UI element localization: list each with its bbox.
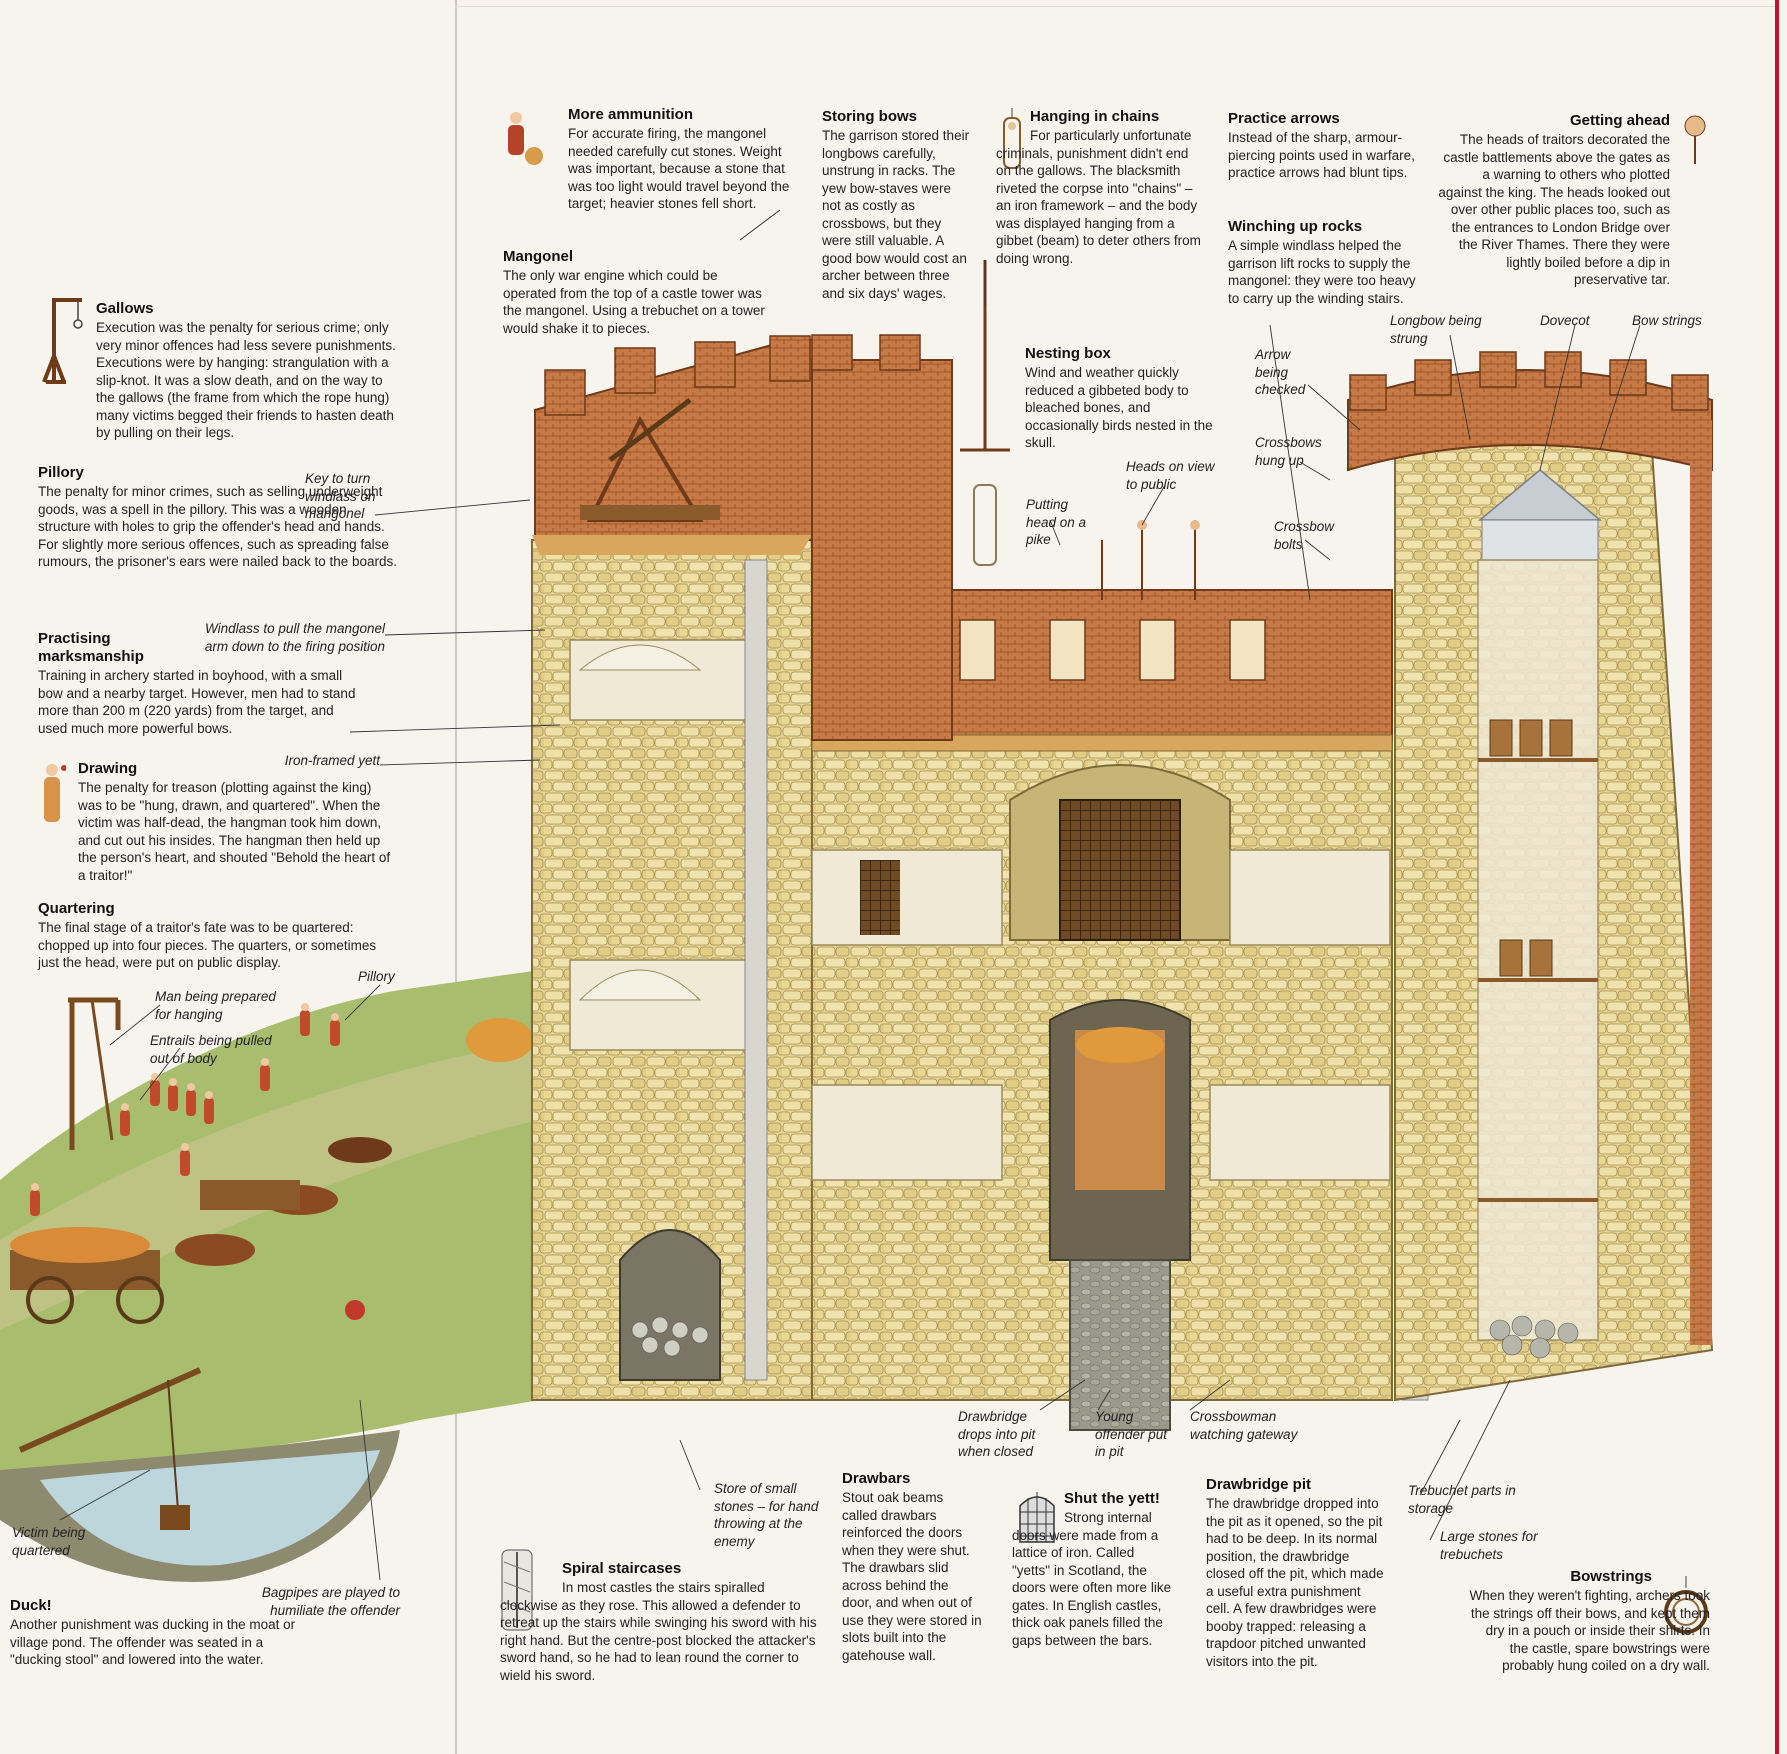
section-title: Storing bows (822, 108, 917, 125)
label-key-windlass: Key to turn windlass on mangonel (305, 471, 376, 521)
label-crossbowman: Crossbowman watching gateway (1190, 1409, 1298, 1442)
label-victim-quartered: Victim being quartered (12, 1525, 86, 1558)
label-large-stones: Large stones for trebuchets (1440, 1529, 1538, 1562)
section-drawbridge-pit: Drawbridge pit The drawbridge dropped in… (1206, 1476, 1388, 1670)
section-text: Wind and weather quickly reduced a gibbe… (1025, 365, 1213, 450)
section-bowstrings: Bowstrings When they weren't fighting, a… (1465, 1568, 1710, 1675)
page-edge-stripe (1775, 0, 1779, 1754)
section-title: Drawbridge pit (1206, 1476, 1312, 1493)
label-putting-head: Putting head on a pike (1026, 497, 1087, 547)
hangman-figure-icon (44, 764, 66, 822)
section-title: Mangonel (503, 248, 573, 265)
spiral-staircase-icon (501, 1549, 533, 1631)
page-gutter (455, 0, 457, 1754)
section-text: For accurate firing, the mangonel needed… (568, 126, 790, 211)
section-mangonel: Mangonel The only war engine which could… (503, 248, 768, 337)
section-more-ammunition: More ammunition For accurate firing, the… (568, 106, 790, 213)
section-text: The heads of traitors decorated the cast… (1438, 132, 1670, 287)
section-practice-arrows: Practice arrows Instead of the sharp, ar… (1228, 110, 1428, 182)
section-text: The garrison stored their longbows caref… (822, 128, 970, 301)
stone-cutter-icon (508, 112, 543, 165)
section-title: More ammunition (568, 106, 694, 123)
label-bagpipes: Bagpipes are played to humiliate the off… (261, 1585, 400, 1618)
section-title: Duck! (10, 1597, 52, 1614)
label-crossbows-hung: Crossbows hung up (1255, 435, 1322, 468)
section-title: Practising marksmanship (38, 630, 144, 665)
label-entrails: Entrails being pulled out of body (150, 1033, 272, 1066)
label-drawbridge-drops: Drawbridge drops into pit when closed (958, 1409, 1036, 1459)
section-storing-bows: Storing bows The garrison stored their l… (822, 108, 972, 302)
section-text: Another punishment was ducking in the mo… (10, 1617, 296, 1667)
label-crossbow-bolts: Crossbow bolts (1274, 519, 1335, 552)
section-shut-the-yett: Shut the yett! Strong internal doors wer… (1012, 1490, 1172, 1649)
section-quartering: Quartering The final stage of a traitor'… (38, 900, 378, 972)
label-man-prepared: Man being prepared for hanging (155, 989, 276, 1022)
section-duck: Duck! Another punishment was ducking in … (10, 1597, 300, 1669)
label-arrow-checked: Arrow being checked (1255, 347, 1306, 397)
section-practising-marksmanship: Practising marksmanship Training in arch… (38, 630, 358, 737)
label-iron-yett: Iron-framed yett (284, 753, 380, 768)
section-text: In most castles the stairs spiralled clo… (500, 1580, 817, 1683)
yett-icon (1019, 1492, 1055, 1543)
caged-body-icon (1003, 108, 1021, 169)
label-young-offender: Young offender put in pit (1095, 1409, 1168, 1459)
section-winching-up-rocks: Winching up rocks A simple windlass help… (1228, 218, 1418, 307)
section-title: Gallows (96, 300, 154, 317)
section-title: Getting ahead (1569, 112, 1670, 129)
section-title: Nesting box (1025, 345, 1111, 362)
section-title: Spiral staircases (562, 1560, 682, 1577)
section-getting-ahead: Getting ahead The heads of traitors deco… (1438, 112, 1670, 289)
section-gallows: Gallows Execution was the penalty for se… (38, 300, 398, 442)
section-pillory: Pillory The penalty for minor crimes, su… (38, 464, 398, 571)
section-text: The final stage of a traitor's fate was … (38, 920, 377, 970)
section-title: Quartering (38, 900, 115, 917)
section-drawing: Drawing The penalty for treason (plottin… (38, 760, 393, 884)
top-rule (455, 6, 1775, 7)
section-title: Drawbars (842, 1470, 911, 1487)
section-title: Shut the yett! (1064, 1490, 1160, 1507)
traitor-head-icon (1684, 115, 1706, 164)
section-drawbars: Drawbars Stout oak beams called drawbars… (842, 1470, 982, 1664)
section-hanging-in-chains: Hanging in chains For particularly unfor… (996, 108, 1204, 267)
section-text: The penalty for treason (plotting agains… (78, 780, 391, 883)
section-text: Strong internal doors were made from a l… (1012, 1510, 1172, 1648)
section-title: Winching up rocks (1228, 218, 1363, 235)
section-text: The penalty for minor crimes, such as se… (38, 484, 398, 569)
section-title: Pillory (38, 464, 84, 481)
label-trebuchet-parts: Trebuchet parts in storage (1408, 1483, 1516, 1516)
section-text: A simple windlass helped the garrison li… (1228, 238, 1416, 306)
section-text: For particularly unfortunate criminals, … (996, 128, 1201, 266)
label-heads-on-view: Heads on view to public (1126, 459, 1215, 492)
label-store-stones: Store of small stones – for hand throwin… (714, 1481, 819, 1549)
section-title: Hanging in chains (1030, 108, 1160, 125)
section-text: Execution was the penalty for serious cr… (96, 320, 396, 440)
label-windlass-pull: Windlass to pull the mangonel arm down t… (204, 621, 385, 654)
gallows-icon (42, 298, 83, 384)
label-bow-strings: Bow strings (1632, 313, 1702, 328)
section-text: When they weren't fighting, archers took… (1469, 1588, 1710, 1673)
section-title: Bowstrings (1570, 1568, 1652, 1585)
section-text: The only war engine which could be opera… (503, 268, 765, 336)
label-pillory: Pillory (358, 969, 395, 984)
section-text: Training in archery started in boyhood, … (38, 668, 356, 736)
section-title: Drawing (78, 760, 138, 777)
section-spiral-staircases: Spiral staircases In most castles the st… (500, 1560, 820, 1684)
label-longbow-strung: Longbow being strung (1390, 313, 1482, 346)
bowstring-coil-icon (1664, 1576, 1708, 1634)
section-text: Instead of the sharp, armour-piercing po… (1228, 130, 1415, 180)
section-nesting-box: Nesting box Wind and weather quickly red… (1025, 345, 1223, 452)
section-text: Stout oak beams called drawbars reinforc… (842, 1490, 982, 1663)
label-dovecot: Dovecot (1540, 313, 1590, 328)
section-title: Practice arrows (1228, 110, 1340, 127)
section-text: The drawbridge dropped into the pit as i… (1206, 1496, 1384, 1669)
